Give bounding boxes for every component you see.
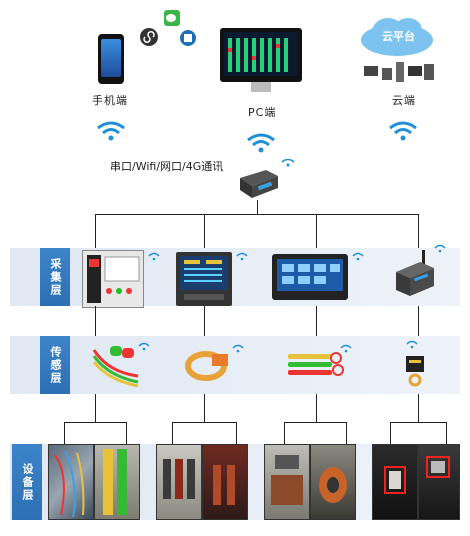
connector-line [446, 422, 447, 444]
connector-line [316, 394, 317, 422]
switch-cabinet-controller [82, 250, 144, 308]
connector-line [95, 214, 418, 215]
app-icon [180, 30, 196, 46]
equipment-photo [310, 444, 356, 520]
ring-ct-sensor [182, 344, 234, 386]
power-meter-display [176, 252, 232, 306]
wifi-icon [352, 252, 364, 261]
connector-line [418, 394, 419, 422]
wifi-icon [148, 252, 160, 261]
gateway-device [236, 166, 280, 200]
gateway-label: 串口/Wifi/网口/4G通讯 [110, 160, 224, 173]
cloud-devices [362, 60, 436, 84]
transfer-layer-tab: 传感层 [40, 336, 70, 394]
connector-line [95, 214, 96, 248]
connector-line [95, 394, 96, 422]
pc-monitor-image [220, 28, 302, 82]
wifi-icon [389, 121, 417, 141]
connector-line [284, 422, 285, 444]
equipment-photo [202, 444, 248, 520]
wifi-icon [281, 158, 295, 167]
mobile-phone-image [98, 34, 124, 84]
wifi-icon [236, 252, 248, 261]
equipment-photo [418, 444, 460, 520]
clamp-sensor-set [88, 342, 144, 388]
connector-line [172, 422, 173, 444]
equipment-photo [48, 444, 94, 520]
wifi-icon [138, 342, 150, 351]
touch-panel-terminal [272, 254, 348, 300]
collect-layer-tab: 采集层 [40, 248, 70, 306]
equipment-photo [156, 444, 202, 520]
pc-label: PC端 [248, 106, 277, 119]
wifi-icon [434, 244, 446, 253]
wifi-icon [97, 121, 125, 141]
connector-line [257, 200, 258, 214]
connector-line [204, 214, 205, 248]
app-link-icon [140, 28, 158, 46]
cloud-label: 云端 [392, 94, 416, 107]
equipment-photo [372, 444, 418, 520]
connector-line [204, 306, 205, 336]
connector-line [172, 422, 236, 423]
pc-stand [251, 82, 271, 92]
wifi-icon [340, 344, 352, 353]
wechat-icon [164, 10, 180, 26]
cloud-banner: 云平台 [382, 30, 415, 43]
cloud-image [358, 14, 436, 58]
connector-line [390, 422, 391, 444]
equipment-photo [264, 444, 310, 520]
equipment-photo [94, 444, 140, 520]
connector-line [346, 422, 347, 444]
wifi-icon [232, 344, 244, 353]
connector-line [95, 306, 96, 336]
connector-line [126, 422, 127, 444]
connector-line [316, 306, 317, 336]
connector-line [204, 394, 205, 422]
wifi-icon [247, 133, 275, 153]
connector-line [284, 422, 346, 423]
din-rail-collector [392, 250, 438, 304]
wifi-icon [406, 340, 418, 349]
flex-rope-sensor [286, 346, 346, 386]
temperature-sensor [400, 348, 430, 388]
connector-line [316, 214, 317, 248]
connector-line [64, 422, 65, 444]
connector-line [418, 306, 419, 336]
connector-line [418, 214, 419, 248]
pc-screen-graphic [224, 32, 298, 76]
mobile-label: 手机端 [92, 94, 128, 107]
device-layer-tab: 设备层 [12, 444, 42, 520]
connector-line [64, 422, 126, 423]
connector-line [390, 422, 446, 423]
connector-line [236, 422, 237, 444]
